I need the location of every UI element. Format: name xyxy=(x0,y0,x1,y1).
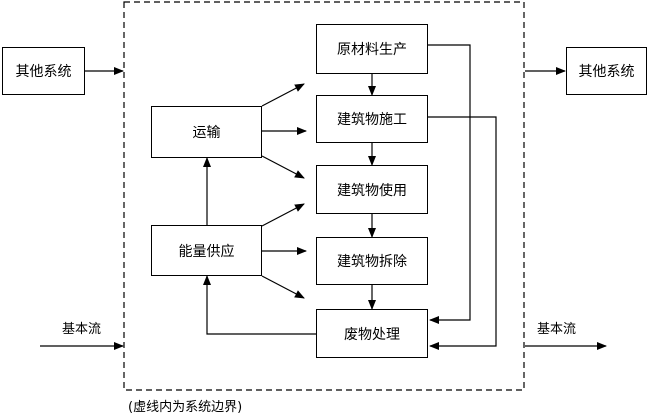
arrow-transport-to-raw xyxy=(261,83,305,107)
arrow-energy-to-use xyxy=(261,203,305,227)
box-waste-treatment: 废物处理 xyxy=(316,309,428,358)
box-other-system-left: 其他系统 xyxy=(2,47,85,95)
boundary-caption: (虚线内为系统边界) xyxy=(128,400,243,415)
box-other-system-right: 其他系统 xyxy=(566,47,647,95)
arrow-raw-to-waste xyxy=(428,44,471,324)
arrow-energy-to-waste xyxy=(261,275,305,299)
box-building-demolition: 建筑物拆除 xyxy=(316,237,428,285)
system-boundary xyxy=(123,1,525,391)
box-building-construction: 建筑物施工 xyxy=(316,95,428,143)
box-raw-material-production: 原材料生产 xyxy=(316,24,428,74)
box-transport: 运输 xyxy=(151,106,262,158)
label-basic-flow-left: 基本流 xyxy=(62,322,102,337)
box-building-use: 建筑物使用 xyxy=(316,165,428,214)
arrow-waste-to-energy xyxy=(203,275,316,335)
arrow-construction-to-waste xyxy=(428,116,497,350)
box-energy-supply: 能量供应 xyxy=(151,225,262,276)
label-basic-flow-right: 基本流 xyxy=(537,322,577,337)
arrow-transport-to-use xyxy=(261,155,305,179)
